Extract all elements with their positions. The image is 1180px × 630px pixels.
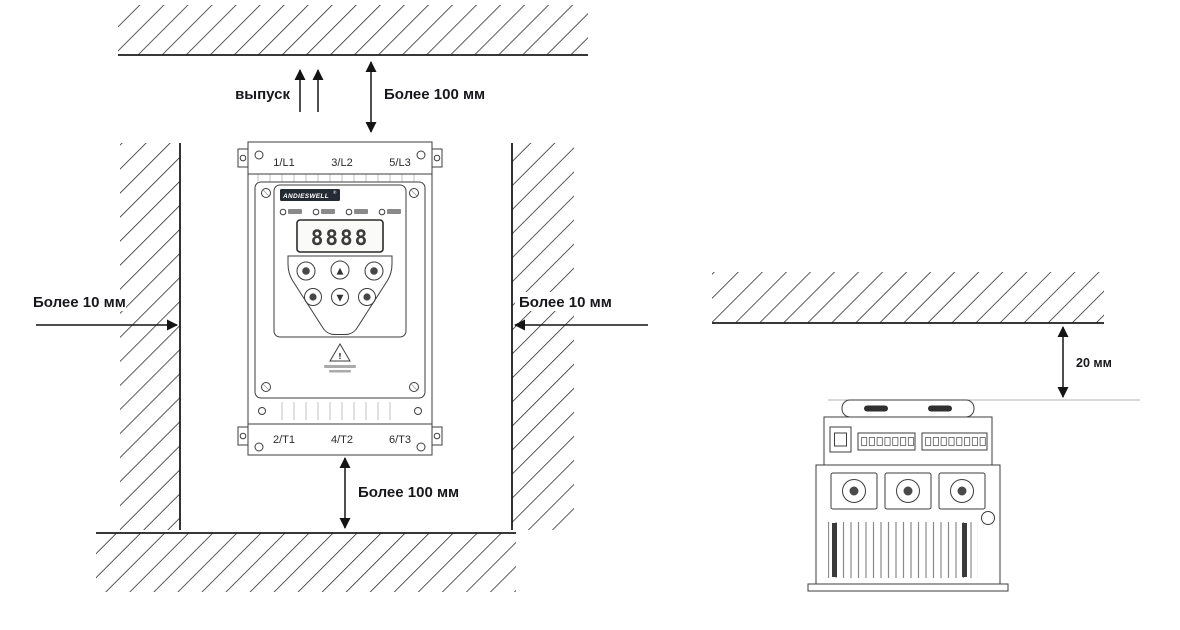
top-wall	[118, 5, 588, 56]
left-wall	[120, 143, 181, 530]
input-terminal-strip: 1/L1 3/L2 5/L3	[248, 150, 432, 182]
bottom-wall	[96, 532, 516, 592]
vfd-side-view	[807, 399, 1009, 592]
top-clearance-label: Более 100 мм	[384, 86, 485, 103]
terminal-label-T1: 2/T1	[273, 434, 295, 446]
exhaust-label: выпуск	[235, 86, 290, 103]
corner-screws	[261, 188, 419, 392]
terminal-label-T3: 6/T3	[389, 434, 411, 446]
terminal-label-L2: 3/L2	[331, 157, 352, 169]
right-clearance: Более 10 мм	[514, 292, 648, 331]
brand-registered-mark: ®	[333, 189, 337, 195]
control-panel: ANDIESWELL ® 8888 ▲	[273, 184, 407, 338]
right-clearance-label: Более 10 мм	[519, 294, 612, 311]
terminal-label-L3: 5/L3	[389, 157, 410, 169]
bottom-clearance-label: Более 100 мм	[358, 484, 459, 501]
keypad-button-stop[interactable]	[358, 288, 376, 306]
keypad-button-run[interactable]	[304, 288, 322, 306]
keypad-shield-outline	[287, 255, 393, 335]
power-terminal-3	[938, 472, 986, 510]
warning-triangle-icon	[329, 343, 351, 362]
keypad-button-up[interactable]	[330, 260, 350, 280]
left-clearance-label: Более 10 мм	[33, 294, 126, 311]
keypad-button-set[interactable]	[364, 261, 384, 281]
mounting-ears	[237, 148, 443, 446]
terminal-label-L1: 1/L1	[273, 157, 294, 169]
brand-badge	[280, 189, 340, 201]
base-flange	[807, 583, 1009, 592]
status-led-row	[279, 208, 401, 216]
up-arrow-icon: ▲	[337, 267, 344, 277]
warning-label: !	[324, 343, 356, 373]
keypad-button-prg[interactable]	[296, 261, 316, 281]
output-terminal-strip: 2/T1 4/T2 6/T3	[254, 434, 426, 452]
warning-exclamation: !	[338, 352, 342, 361]
exhaust-arrows	[294, 69, 324, 112]
keypad-button-down[interactable]	[331, 288, 349, 306]
seven-segment-display: 8888	[296, 219, 384, 253]
brand-label: ANDIESWELL	[282, 193, 329, 200]
comm-port	[829, 426, 852, 453]
vfd-front-view: 1/L1 3/L2 5/L3 ANDIESWELL ®	[237, 141, 443, 456]
fan-cover	[841, 399, 975, 418]
terminal-block-b	[921, 432, 988, 451]
right-wall	[511, 143, 574, 530]
cable-knockout	[981, 511, 995, 525]
side-clearance: 20 мм	[1057, 326, 1112, 398]
display-value: 8888	[311, 226, 370, 250]
power-terminal-2	[884, 472, 932, 510]
terminal-block-a	[857, 432, 916, 451]
keypad: ▲ ▼	[287, 255, 393, 335]
side-clearance-label: 20 мм	[1076, 356, 1112, 370]
lower-housing-zone	[248, 402, 432, 425]
terminal-label-T2: 4/T2	[331, 434, 353, 446]
side-view-wall	[712, 272, 1104, 324]
left-clearance: Более 10 мм	[28, 292, 178, 331]
heatsink-fins	[828, 522, 978, 578]
power-terminal-1	[830, 472, 878, 510]
down-arrow-icon: ▼	[337, 294, 344, 304]
